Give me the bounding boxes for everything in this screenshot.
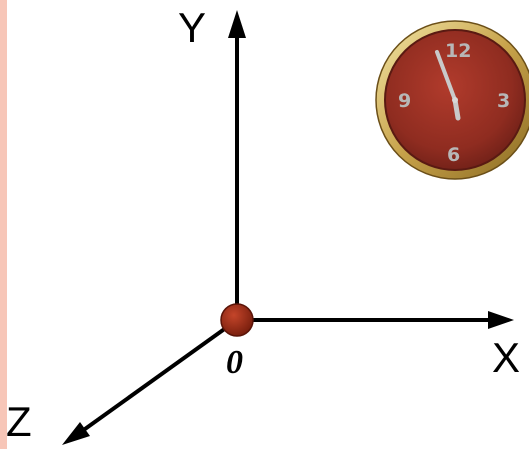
clock-center-pin — [452, 97, 458, 103]
clock-numeral-12: 12 — [445, 40, 471, 62]
x-axis-arrowhead — [488, 311, 514, 329]
clock-hand-minute — [435, 50, 457, 102]
left-accent-strip — [0, 0, 7, 449]
origin-dot — [220, 303, 254, 337]
x-axis — [237, 311, 514, 329]
clock-numeral-9: 9 — [398, 90, 411, 112]
origin-label: 0 — [226, 344, 243, 381]
x-axis-label: X — [492, 334, 520, 381]
y-axis — [228, 10, 246, 320]
clock-icon: 12 3 6 9 — [375, 20, 529, 180]
z-axis — [62, 318, 239, 445]
y-axis-label: Y — [178, 4, 206, 51]
y-axis-arrowhead — [228, 10, 246, 38]
clock-hand-hour — [452, 97, 461, 121]
z-axis-arrowhead — [62, 422, 90, 445]
clock-numeral-3: 3 — [497, 90, 510, 112]
z-axis-label: Z — [6, 398, 32, 445]
clock-numeral-6: 6 — [447, 144, 460, 166]
